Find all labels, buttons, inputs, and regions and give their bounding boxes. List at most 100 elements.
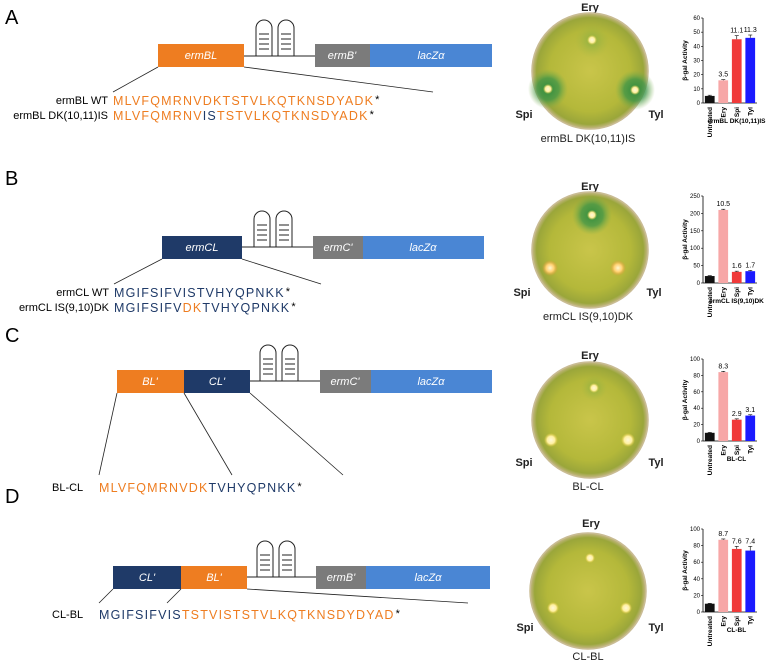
gene-label-ermb-prime-d: ermB' — [327, 572, 356, 584]
gene-label-lacz-a: lacZα — [417, 50, 445, 62]
stop-codon: * — [286, 286, 291, 298]
gene-lacz-b — [363, 236, 484, 259]
x-tick-label: Spi — [734, 107, 741, 117]
bar-tyl — [745, 271, 756, 283]
x-tick-label: Untreated — [707, 616, 714, 646]
sequence-segment: MGIFSIFVISTVHYQPNKK — [114, 286, 285, 300]
gene-lacz-c — [371, 370, 492, 393]
gene-label-ermc-prime-c: ermC' — [331, 376, 361, 388]
y-tick-label: 20 — [693, 593, 700, 599]
x-tick-label: Untreated — [707, 107, 714, 137]
y-axis-label: β-gal Activity — [682, 219, 689, 260]
plate-a-left-label: Spi — [515, 109, 532, 121]
plate-b-left-label: Spi — [513, 287, 530, 299]
data-label: 1.6 — [732, 263, 742, 270]
sequence-c-0: MLVFQMRNVDKTVHYQPNKK* — [99, 481, 302, 495]
seq-label-a-1: ermBL DK(10,11)IS — [13, 110, 108, 122]
y-tick-label: 40 — [693, 406, 700, 412]
gene-lacz-a — [370, 44, 492, 67]
sequence-segment: IS — [203, 109, 217, 123]
y-tick-label: 40 — [693, 577, 700, 583]
gene-label-lacz-c: lacZα — [417, 376, 445, 388]
gene-ermbl — [158, 44, 244, 67]
sequence-a-1: MLVFQMRNVISTSTVLKQTKNSDYADK* — [113, 109, 375, 123]
sequence-b-1: MGIFSIFVDKTVHYQPNKK* — [114, 301, 296, 315]
gene-cl-prime-c — [184, 370, 250, 393]
gene-label-bl-prime-c: BL' — [142, 376, 158, 388]
x-tick-label: Tyl — [747, 287, 754, 296]
hairpins-d — [256, 540, 296, 577]
plate-d: Ery Spi Tyl CL-BL — [516, 518, 663, 663]
y-tick-label: 20 — [693, 73, 700, 79]
x-tick-label: Ery — [720, 445, 727, 456]
y-tick-label: 60 — [693, 390, 700, 396]
bar-ery — [718, 209, 729, 283]
plate-b: Ery Spi Tyl ermCL IS(9,10)DK — [513, 181, 661, 323]
y-tick-label: 40 — [693, 44, 700, 50]
x-tick-label: Spi — [734, 445, 741, 455]
x-tick-label: Ery — [720, 107, 727, 118]
plate-c-right-label: Tyl — [648, 457, 663, 469]
bar-tyl — [745, 415, 756, 441]
gene-label-bl-prime-d: BL' — [206, 572, 222, 584]
y-tick-label: 50 — [693, 264, 700, 270]
panel-label-a: A — [5, 7, 19, 29]
bar-ery — [718, 372, 729, 441]
plate-c: Ery Spi Tyl BL-CL — [515, 350, 663, 493]
x-tick-label: Tyl — [747, 616, 754, 625]
y-tick-label: 20 — [693, 423, 700, 429]
x-axis-title: BL-CL — [727, 456, 747, 463]
plate-c-left-label: Spi — [515, 457, 532, 469]
x-tick-label: Tyl — [747, 445, 754, 454]
gene-label-ermcl: ermCL — [185, 242, 218, 254]
plate-d-top-label: Ery — [582, 518, 601, 530]
sequence-segment: DK — [183, 301, 203, 315]
y-tick-label: 30 — [693, 59, 700, 65]
x-tick-label: Spi — [734, 287, 741, 297]
seq-label-b-1: ermCL IS(9,10)DK — [19, 302, 110, 314]
plate-d-left-label: Spi — [516, 622, 533, 634]
sequence-segment: MGIFSIFV — [114, 301, 183, 315]
gene-bl-prime-c — [117, 370, 184, 393]
y-tick-label: 80 — [693, 544, 700, 550]
sequence-segment: MLVFQMRNVDKTSTVLKQTKNSDYADK — [113, 94, 374, 108]
data-label: 11.1 — [730, 28, 743, 35]
sequence-a-0: MLVFQMRNVDKTSTVLKQTKNSDYADK* — [113, 94, 380, 108]
bar-untreated — [704, 432, 715, 441]
x-tick-label: Ery — [720, 287, 727, 298]
plate-d-right-label: Tyl — [648, 622, 663, 634]
x-axis-title: ermCL IS(9,10)DK — [709, 298, 764, 305]
bar-untreated — [704, 276, 715, 283]
gene-ermc-prime — [313, 236, 363, 259]
plate-a-top-label: Ery — [581, 2, 600, 14]
gene-bl-prime-d — [181, 566, 247, 589]
bar-ery — [718, 539, 729, 612]
panel-label-b: B — [5, 168, 18, 190]
gene-label-cl-prime-d: CL' — [139, 572, 156, 584]
bar-spi — [731, 271, 742, 283]
sequence-b-0: MGIFSIFVISTVHYQPNKK* — [114, 286, 291, 300]
x-tick-label: Ery — [720, 616, 727, 627]
hairpins-a — [255, 19, 295, 56]
sequence-segment: MLVFQMRNV — [113, 109, 203, 123]
gene-lacz-d — [366, 566, 490, 589]
sequence-segment: TSTVLKQTKNSDYADK — [217, 109, 369, 123]
data-label: 8.3 — [718, 363, 728, 370]
plate-b-top-label: Ery — [581, 181, 600, 193]
y-tick-label: 10 — [693, 87, 700, 93]
data-label: 1.7 — [745, 262, 755, 269]
gene-label-lacz-d: lacZα — [414, 572, 442, 584]
data-label: 7.6 — [732, 538, 742, 545]
y-tick-label: 0 — [697, 439, 701, 445]
x-tick-label: Untreated — [707, 445, 714, 475]
hairpins-b — [253, 210, 293, 247]
stop-codon: * — [375, 94, 380, 106]
seq-label-d-0: CL-BL — [52, 609, 83, 621]
y-tick-label: 100 — [690, 527, 701, 533]
data-label: 3.5 — [718, 72, 728, 79]
